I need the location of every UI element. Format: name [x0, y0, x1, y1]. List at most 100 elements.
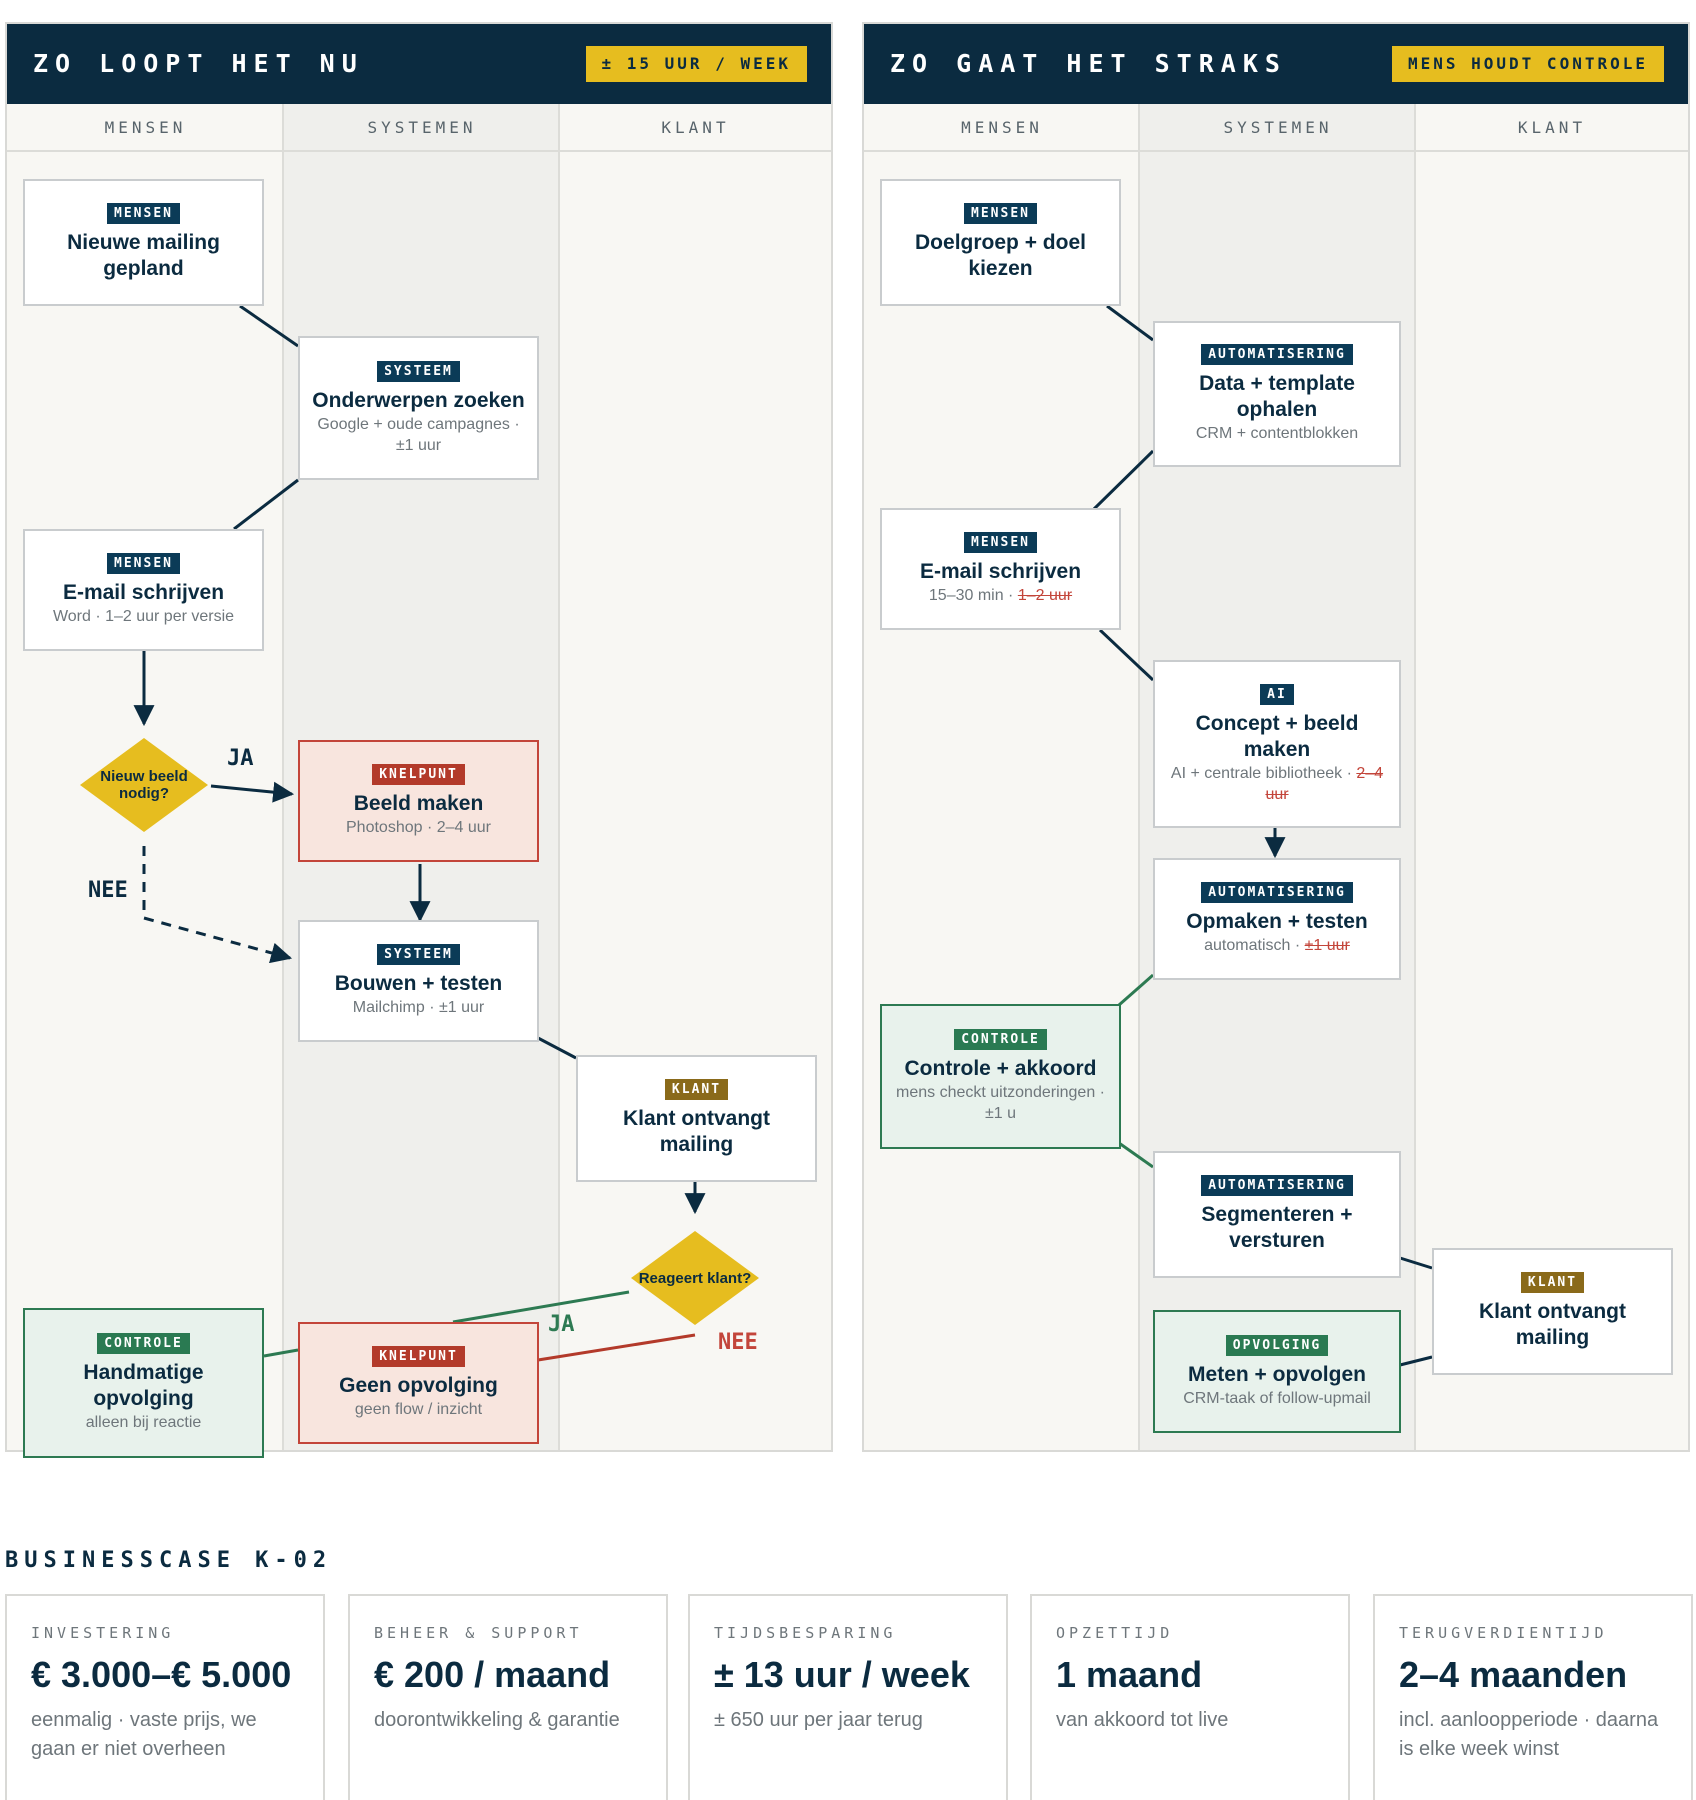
node-title: Segmenteren + versturen — [1201, 1203, 1353, 1252]
node-tag: AUTOMATISERING — [1201, 882, 1353, 903]
current-process-panel: ZO LOOPT HET NU ± 15 UUR / WEEK MENSEN S… — [5, 22, 833, 1452]
node-tag: KNELPUNT — [372, 1346, 465, 1367]
node-subtitle: mens checkt uitzonderingen · ±1 u — [896, 1084, 1105, 1122]
subtitle-text: AI + centrale bibliotheek · — [1170, 764, 1357, 782]
hours-badge: ± 15 UUR / WEEK — [585, 46, 807, 82]
node-concept-beeld-maken: AI Concept + beeld maken AI + centrale b… — [1153, 660, 1401, 828]
node-subtitle: AI + centrale bibliotheek · 2–4 uur — [1165, 763, 1389, 805]
old-duration: ±1 uur — [1304, 937, 1350, 954]
lane-header-mensen: MENSEN — [864, 104, 1140, 152]
node-email-schrijven-new: MENSEN E-mail schrijven 15–30 min · 1–2 … — [880, 508, 1121, 630]
node-tag: AI — [1260, 683, 1294, 705]
node-tag: SYSTEEM — [377, 944, 460, 965]
panel-header: ZO GAAT HET STRAKS MENS HOUDT CONTROLE — [864, 24, 1688, 104]
node-title: Bouwen + testen — [334, 972, 503, 995]
node-title: Onderwerpen zoeken — [312, 388, 525, 412]
node-tag: SYSTEEM — [377, 360, 460, 382]
diamond-shape — [80, 738, 208, 832]
node-beeld-maken: KNELPUNT Beeld maken Photoshop · 2–4 uur — [298, 740, 539, 862]
card-value: € 200 / maand — [374, 1654, 611, 1695]
card-label: OPZETTIJD — [1056, 1624, 1174, 1642]
decision-reageert-klant: Reageert klant? — [631, 1231, 759, 1325]
node-bouwen-testen: SYSTEEM Bouwen + testen Mailchimp · ±1 u… — [298, 920, 539, 1042]
node-title: Doelgroep + doel kiezen — [915, 231, 1086, 280]
node-title: Geen opvolging — [339, 1374, 498, 1397]
card-subtitle: van akkoord tot live — [1056, 1709, 1229, 1731]
lane-header-systemen: SYSTEMEN — [284, 104, 560, 152]
node-title: Concept + beeld maken — [1195, 711, 1359, 761]
card-value: 1 maand — [1056, 1654, 1203, 1695]
node-subtitle: automatisch · ±1 uur — [1204, 935, 1350, 956]
control-badge: MENS HOUDT CONTROLE — [1391, 46, 1664, 82]
node-title: Meten + opvolgen — [1188, 1362, 1366, 1386]
node-subtitle: CRM + contentblokken — [1195, 425, 1359, 442]
card-label: TIJDSBESPARING — [714, 1624, 897, 1642]
node-email-schrijven: MENSEN E-mail schrijven Word · 1–2 uur p… — [23, 529, 264, 651]
node-title: Klant ontvangt mailing — [1479, 1300, 1626, 1349]
node-tag: CONTROLE — [97, 1333, 190, 1354]
node-meten-opvolgen: OPVOLGING Meten + opvolgen CRM-taak of f… — [1153, 1310, 1401, 1433]
card-opzettijd: OPZETTIJD 1 maand van akkoord tot live — [1030, 1594, 1350, 1800]
old-duration: 1–2 uur — [1017, 587, 1073, 604]
card-value: € 3.000–€ 5.000 — [31, 1654, 292, 1695]
node-title: Nieuwe mailing gepland — [67, 231, 220, 280]
node-subtitle: Word · 1–2 uur per versie — [52, 608, 235, 625]
businesscase-title: BUSINESSCASE K-02 — [5, 1548, 333, 1573]
card-label: TERUGVERDIENTIJD — [1399, 1624, 1608, 1642]
panel-title: ZO LOOPT HET NU — [33, 49, 364, 78]
node-subtitle: 15–30 min · 1–2 uur — [929, 585, 1072, 606]
card-tijdsbesparing: TIJDSBESPARING ± 13 uur / week ± 650 uur… — [688, 1594, 1008, 1800]
node-tag: KLANT — [1520, 1272, 1585, 1293]
node-title: Data + template ophalen — [1199, 372, 1355, 421]
card-subtitle: incl. aanloopperiode · daarna is elke we… — [1399, 1709, 1659, 1760]
card-label: INVESTERING — [31, 1624, 175, 1642]
node-geen-opvolging: KNELPUNT Geen opvolging geen flow / inzi… — [298, 1322, 539, 1444]
node-segmenteren-versturen: AUTOMATISERING Segmenteren + versturen — [1153, 1151, 1401, 1278]
lane-header-mensen: MENSEN — [7, 104, 284, 152]
card-beheer-support: BEHEER & SUPPORT € 200 / maand doorontwi… — [348, 1594, 668, 1800]
lane-header-systemen: SYSTEMEN — [1140, 104, 1416, 152]
panel-title: ZO GAAT HET STRAKS — [890, 49, 1287, 78]
label-ja: JA — [227, 746, 254, 771]
card-value: ± 13 uur / week — [714, 1654, 970, 1695]
node-title: Handmatige opvolging — [83, 1361, 204, 1410]
node-title: Opmaken + testen — [1186, 910, 1368, 933]
card-value: 2–4 maanden — [1399, 1654, 1628, 1695]
node-tag: OPVOLGING — [1225, 1334, 1329, 1356]
card-subtitle: doorontwikkeling & garantie — [374, 1709, 620, 1731]
node-subtitle: alleen bij reactie — [85, 1414, 202, 1431]
node-subtitle: Photoshop · 2–4 uur — [346, 819, 491, 836]
node-subtitle: geen flow / inzicht — [354, 1401, 483, 1418]
card-terugverdientijd: TERUGVERDIENTIJD 2–4 maanden incl. aanlo… — [1373, 1594, 1693, 1800]
decision-nieuw-beeld: Nieuw beeld nodig? — [80, 738, 208, 832]
decision-text: Nieuw beeld nodig? — [100, 768, 188, 802]
node-tag: MENSEN — [107, 203, 180, 224]
node-doelgroep-kiezen: MENSEN Doelgroep + doel kiezen — [880, 179, 1121, 306]
node-tag: KNELPUNT — [372, 764, 465, 785]
old-duration: 2–4 uur — [1265, 764, 1384, 803]
node-onderwerpen-zoeken: SYSTEEM Onderwerpen zoeken Google + oude… — [298, 336, 539, 480]
node-title: E-mail schrijven — [919, 560, 1082, 583]
card-label: BEHEER & SUPPORT — [374, 1624, 583, 1642]
diamond-shape — [631, 1231, 759, 1325]
node-klant-ontvangt-new: KLANT Klant ontvangt mailing — [1432, 1248, 1673, 1375]
panel-header: ZO LOOPT HET NU ± 15 UUR / WEEK — [7, 24, 831, 104]
label-ja: JA — [548, 1312, 575, 1337]
node-subtitle: Mailchimp · ±1 uur — [352, 999, 485, 1016]
node-title: E-mail schrijven — [62, 581, 225, 604]
node-tag: AUTOMATISERING — [1201, 1175, 1353, 1196]
node-subtitle: CRM-taak of follow-upmail — [1183, 1389, 1371, 1407]
node-tag: CONTROLE — [954, 1029, 1047, 1050]
card-subtitle: ± 650 uur per jaar terug — [714, 1709, 923, 1731]
node-opmaken-testen: AUTOMATISERING Opmaken + testen automati… — [1153, 858, 1401, 980]
node-tag: MENSEN — [964, 203, 1037, 224]
node-title: Klant ontvangt mailing — [623, 1107, 770, 1156]
subtitle-text: automatisch · — [1204, 937, 1305, 954]
node-controle-akkoord: CONTROLE Controle + akkoord mens checkt … — [880, 1004, 1121, 1149]
node-tag: MENSEN — [107, 553, 180, 574]
node-subtitle: Google + oude campagnes · ±1 uur — [317, 415, 520, 454]
node-title: Beeld maken — [353, 792, 484, 815]
node-tag: AUTOMATISERING — [1201, 344, 1353, 365]
node-handmatige-opvolging: CONTROLE Handmatige opvolging alleen bij… — [23, 1308, 264, 1458]
subtitle-text: 15–30 min · — [928, 587, 1018, 604]
